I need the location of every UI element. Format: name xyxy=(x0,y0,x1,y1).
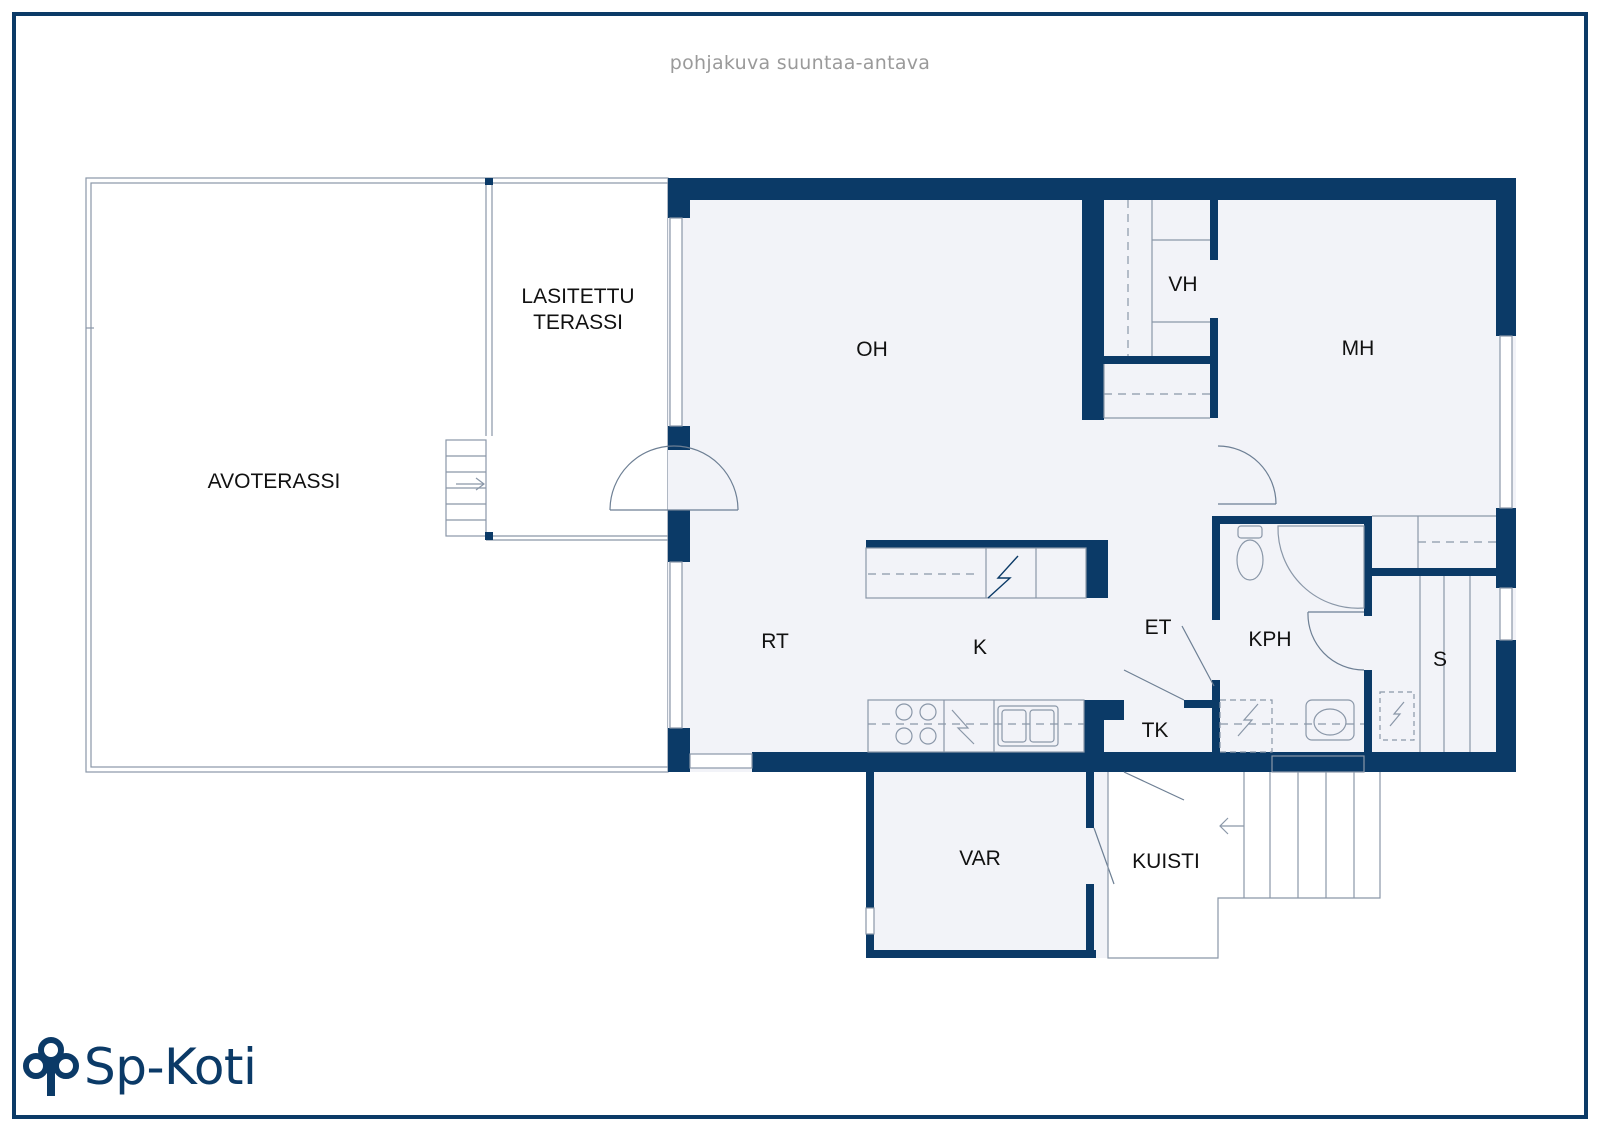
terrace-outlines xyxy=(85,177,669,773)
wardrobe-lines xyxy=(1103,200,1496,568)
sauna-benches xyxy=(1419,576,1471,752)
room-k: K xyxy=(972,636,988,659)
plan-disclaimer: pohjakuva suuntaa-antava xyxy=(669,52,931,74)
room-lasitettu-line1: LASITETTU xyxy=(521,285,635,308)
room-mh: MH xyxy=(1341,337,1375,360)
room-tk: TK xyxy=(1141,719,1169,742)
appliance-symbol xyxy=(987,555,1019,599)
wardrobe-dashes xyxy=(868,200,1496,725)
windows xyxy=(669,217,1513,935)
sp-koti-tree-logo-icon xyxy=(23,1037,79,1096)
room-s: S xyxy=(1432,648,1448,671)
room-et: ET xyxy=(1144,616,1172,639)
entry-stairs xyxy=(1107,755,1381,959)
room-rt: RT xyxy=(761,630,789,653)
terrace-post xyxy=(485,532,493,540)
room-lasitettu-terassi: LASITETTU TERASSI xyxy=(521,284,634,336)
room-oh: OH xyxy=(856,338,888,361)
kitchen-counter xyxy=(867,699,1085,753)
walls xyxy=(668,178,1516,958)
sp-koti-logo: Sp-Koti xyxy=(22,1036,257,1098)
room-kph: KPH xyxy=(1248,628,1292,651)
room-kuisti: KUISTI xyxy=(1132,850,1200,873)
kitchen-island xyxy=(865,547,1087,599)
page-frame xyxy=(12,12,1588,1119)
terrace-post xyxy=(485,178,493,185)
room-var: VAR xyxy=(959,847,1001,870)
room-lasitettu-line2: TERASSI xyxy=(533,311,623,334)
room-avoterassi: AVOTERASSI xyxy=(207,470,341,493)
doors xyxy=(609,445,1365,885)
logo-text: Sp-Koti xyxy=(84,1038,257,1096)
bathroom-fixtures xyxy=(1219,525,1415,753)
room-vh: VH xyxy=(1168,273,1198,296)
